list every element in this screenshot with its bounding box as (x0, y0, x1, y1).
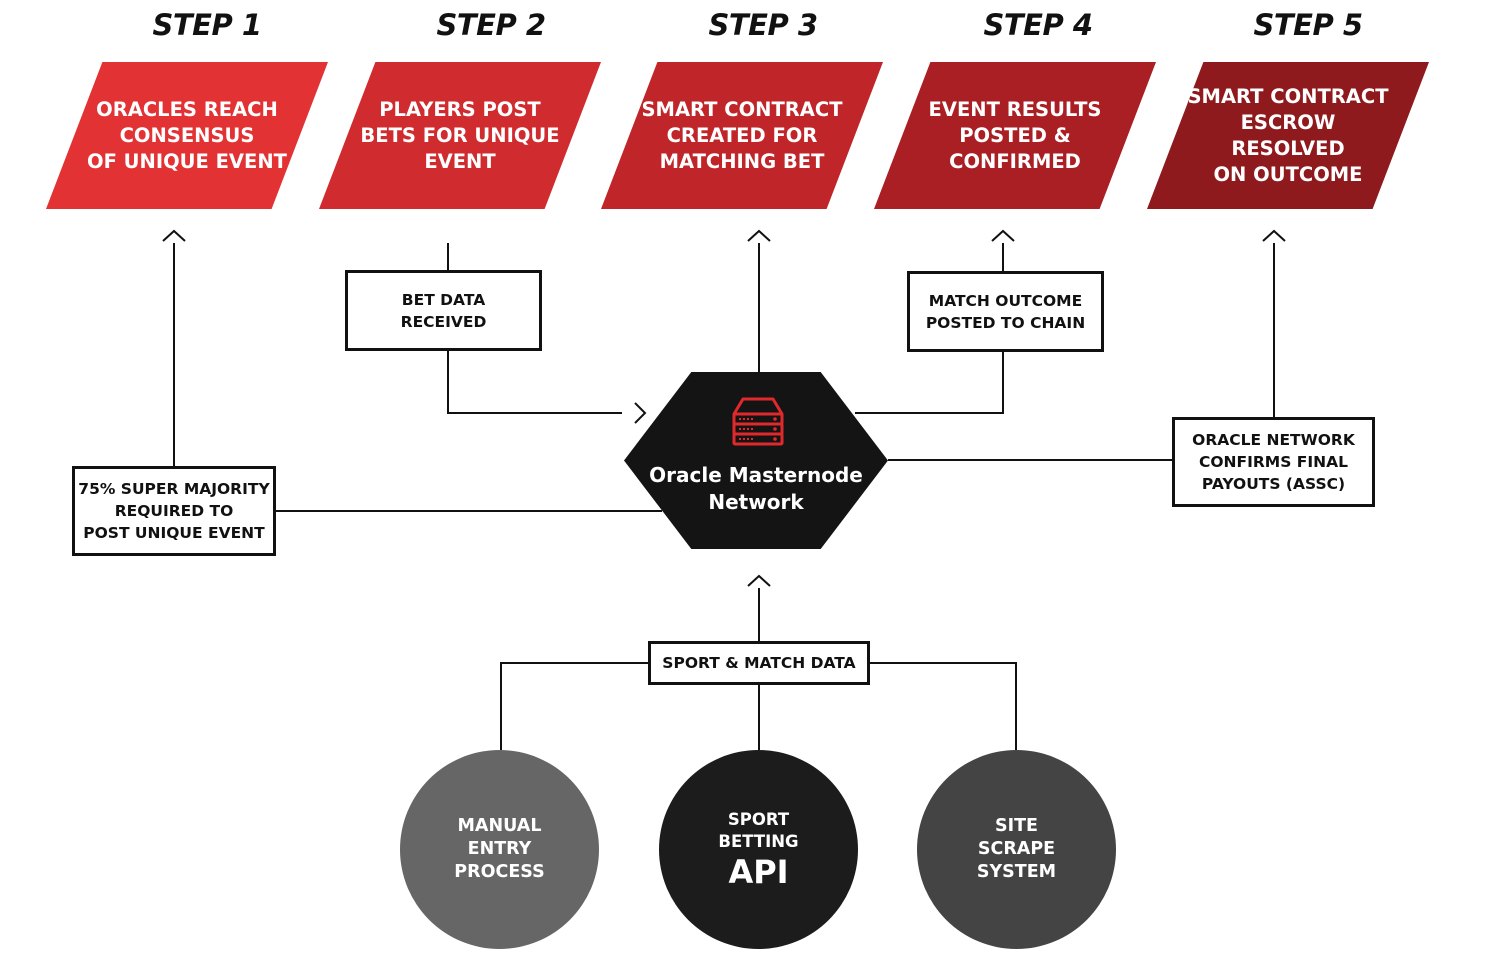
step1-text: ORACLES REACH CONSENSUS OF UNIQUE EVENT (87, 97, 287, 173)
arrowhead-step4 (991, 229, 1015, 242)
match-outcome-box: MATCH OUTCOME POSTED TO CHAIN (907, 271, 1104, 352)
step5-title: STEP 5 (1253, 8, 1363, 42)
step4-text: EVENT RESULTS POSTED & CONFIRMED (928, 97, 1102, 173)
step5-banner: SMART CONTRACT ESCROW RESOLVED ON OUTCOM… (1147, 62, 1429, 209)
step2-text: PLAYERS POST BETS FOR UNIQUE EVENT (360, 97, 560, 173)
arrowhead-step3 (747, 229, 771, 242)
connector-bet-data-hub (447, 349, 622, 414)
sport-betting-api-circle: SPORT BETTING API (659, 750, 858, 949)
step1-banner: ORACLES REACH CONSENSUS OF UNIQUE EVENT (46, 62, 328, 209)
step3-banner: SMART CONTRACT CREATED FOR MATCHING BET (601, 62, 883, 209)
super-majority-box: 75% SUPER MAJORITY REQUIRED TO POST UNIQ… (72, 466, 276, 556)
sport-match-data-box: SPORT & MATCH DATA (648, 641, 870, 685)
step4-banner-shape (874, 62, 1156, 209)
oracle-confirms-box: ORACLE NETWORK CONFIRMS FINAL PAYOUTS (A… (1172, 417, 1375, 507)
hub-label: Oracle Masternode Network (649, 463, 863, 514)
step2-banner: PLAYERS POST BETS FOR UNIQUE EVENT (319, 62, 601, 209)
step3-text: SMART CONTRACT CREATED FOR MATCHING BET (641, 97, 843, 173)
step3-banner-shape (601, 62, 883, 209)
site-scrape-label: SITE SCRAPE SYSTEM (976, 816, 1057, 882)
step3-title: STEP 3 (708, 8, 818, 42)
step4-title: STEP 4 (983, 8, 1093, 42)
manual-entry-label: MANUAL ENTRY PROCESS (454, 816, 545, 882)
manual-entry-circle: MANUAL ENTRY PROCESS (400, 750, 599, 949)
step1-title: STEP 1 (152, 8, 262, 42)
site-scrape-circle: SITE SCRAPE SYSTEM (917, 750, 1116, 949)
oracle-masternode-hub: Oracle Masternode Network (624, 372, 888, 549)
api-big-label: API (728, 852, 789, 891)
step5-banner-shape (1147, 62, 1429, 209)
server-icon (732, 397, 784, 446)
connector-hub-match-outcome (855, 351, 1004, 414)
arrowhead-step1 (162, 229, 186, 242)
api-small-label: SPORT BETTING (718, 809, 799, 851)
arrowhead-hub-bottom (747, 574, 771, 587)
arrowhead-bet-data (634, 402, 647, 424)
step2-title: STEP 2 (436, 8, 546, 42)
connector-site-scrape (869, 662, 1017, 750)
connector-manual-entry (500, 662, 648, 750)
bet-data-received-box: BET DATA RECEIVED (345, 270, 542, 351)
step5-text: SMART CONTRACT ESCROW RESOLVED ON OUTCOM… (1187, 84, 1389, 186)
step2-banner-shape (319, 62, 601, 209)
arrowhead-step5 (1262, 229, 1286, 242)
step1-banner-shape (46, 62, 328, 209)
step4-banner: EVENT RESULTS POSTED & CONFIRMED (874, 62, 1156, 209)
